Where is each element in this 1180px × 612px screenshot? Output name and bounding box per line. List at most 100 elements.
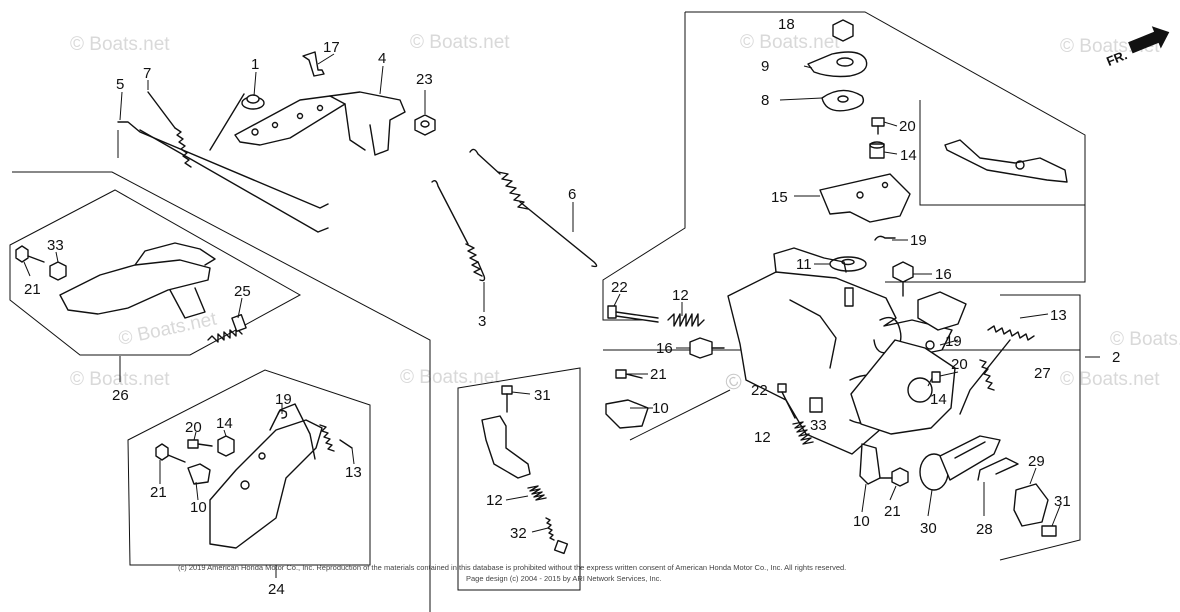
collar-14-24 [217, 435, 235, 457]
group-outline-24 [127, 369, 371, 566]
callout-11: 11 [796, 256, 812, 273]
control-plate-sub [944, 139, 1068, 183]
callout-5: 5 [116, 76, 124, 93]
clip-19-top [874, 235, 896, 241]
spring-clip-28 [977, 457, 1019, 481]
callout-16: 16 [656, 340, 673, 357]
leader-lines [23, 53, 1061, 578]
callout-12: 12 [754, 429, 771, 446]
spring-25 [207, 314, 247, 343]
watermark: © Boats.net [740, 32, 840, 53]
screw-31-right [1041, 525, 1057, 537]
callout-2: 2 [1112, 349, 1120, 366]
callout-8: 8 [761, 92, 769, 109]
callout-14: 14 [216, 415, 233, 432]
cable-clamp-29 [1013, 483, 1049, 527]
callout-30: 30 [920, 520, 937, 537]
callout-21: 21 [884, 503, 901, 520]
callout-10: 10 [853, 513, 870, 530]
control-plate-15 [819, 173, 911, 223]
group-outline-left-kit [457, 367, 581, 591]
callout-6: 6 [568, 186, 576, 203]
control-knob-30 [919, 435, 1001, 491]
callout-20: 20 [951, 356, 968, 373]
callout-13: 13 [1050, 307, 1067, 324]
callout-28: 28 [976, 521, 993, 538]
governor-arm-4 [234, 91, 406, 156]
callout-26: 26 [112, 387, 129, 404]
throttle-return-spring-7 [147, 91, 245, 168]
callout-4: 4 [378, 50, 386, 67]
governor-spring-6 [469, 148, 598, 268]
callout-27: 27 [1034, 365, 1051, 382]
bolt-16-left [689, 337, 725, 359]
callout-10: 10 [652, 400, 669, 417]
callouts: 1 2 3 4 5 6 7 8 9 10 11 12 13 14 15 16 1… [24, 16, 1120, 598]
bolt-16-right [892, 261, 914, 297]
bracket-kit [481, 415, 531, 479]
callout-33: 33 [810, 417, 827, 434]
group-outline-lower-link [629, 389, 731, 441]
callout-12: 12 [486, 492, 503, 509]
governor-rod-5 [117, 121, 329, 233]
watermark: © Boats.net [400, 367, 500, 388]
control-lever-9 [807, 51, 868, 78]
callout-19: 19 [910, 232, 927, 249]
callout-9: 9 [761, 58, 769, 75]
washer-11 [829, 256, 867, 272]
front-label: FR. [1104, 47, 1129, 69]
callout-19: 19 [945, 333, 962, 350]
callout-7: 7 [143, 65, 151, 82]
spring-12-left [667, 313, 705, 327]
callout-16: 16 [935, 266, 952, 283]
callout-24: 24 [268, 581, 285, 598]
group-outlines [9, 11, 1100, 612]
spring-12-kit [527, 485, 547, 501]
bolt-20-right [931, 371, 941, 383]
callout-20: 20 [185, 419, 202, 436]
collar-33-center [809, 397, 823, 413]
nut-23 [414, 114, 436, 136]
group-outline-left-divider [12, 171, 431, 612]
bolt-32-kit [545, 517, 569, 555]
cable-clamp-10-left [605, 399, 649, 429]
group-outline-upper-right-left [602, 12, 686, 321]
copyright-notice: (c) 2019 American Honda Motor Co., Inc. … [178, 563, 846, 572]
callout-17: 17 [323, 39, 340, 56]
front-arrow-icon [1128, 26, 1170, 54]
callout-21: 21 [150, 484, 167, 501]
bolt-21-24 [155, 443, 186, 463]
clip-19-24 [277, 409, 288, 419]
watermark-layer: © Boats.net © Boats.net © Boats.net © Bo… [70, 32, 1180, 396]
watermark: © Boats.net [1110, 329, 1180, 350]
callout-12: 12 [672, 287, 689, 304]
bracket-26 [59, 242, 216, 319]
callout-29: 29 [1028, 453, 1045, 470]
nut-18 [832, 19, 854, 42]
callout-20: 20 [899, 118, 916, 135]
callout-10: 10 [190, 499, 207, 516]
screw-31-kit [501, 385, 513, 413]
cable-clamp-10-24 [187, 463, 211, 485]
callout-31: 31 [534, 387, 551, 404]
bolt-21-26 [15, 245, 45, 263]
bolt-22-left [607, 305, 659, 323]
governor-spring-3 [431, 179, 486, 282]
friction-washer-8 [821, 89, 865, 112]
bolt-20-top [871, 117, 885, 135]
callout-21: 21 [24, 281, 41, 298]
callout-3: 3 [478, 313, 486, 330]
bolt-21-right [879, 467, 909, 487]
group-outline-26 [9, 189, 302, 356]
pin-17 [302, 51, 325, 77]
page-design-notice: Page design (c) 2004 - 2015 by ARI Netwo… [466, 574, 662, 583]
control-lever-24 [209, 403, 323, 549]
collar-33-26 [49, 261, 67, 281]
group-outline-upper-right [685, 11, 1086, 283]
callout-25: 25 [234, 283, 251, 300]
watermark: © Boats.net [410, 32, 510, 53]
front-direction-indicator: FR. [1104, 26, 1170, 69]
callout-19: 19 [275, 391, 292, 408]
callout-22: 22 [751, 382, 768, 399]
